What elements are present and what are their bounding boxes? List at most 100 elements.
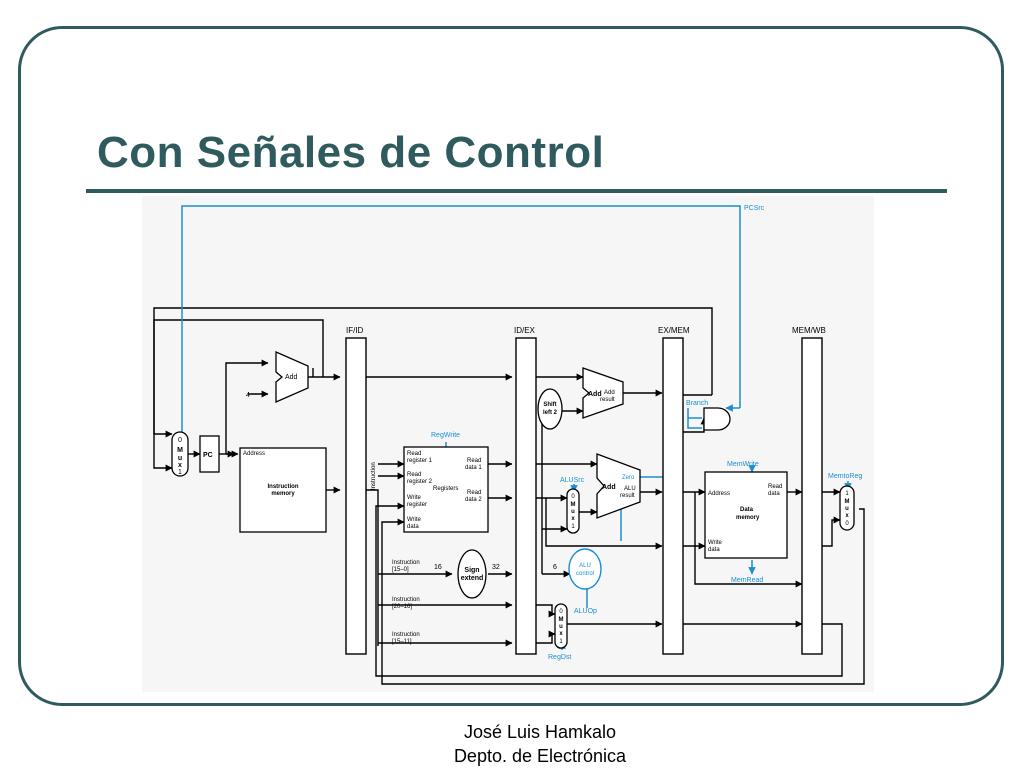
svg-text:Instruction: Instruction [392,560,420,566]
svg-text:ALU: ALU [624,486,636,492]
alu-control [568,548,602,590]
memtoreg-label: MemtoReg [828,473,862,480]
svg-text:[15–0]: [15–0] [392,567,409,573]
svg-text:Registers: Registers [433,486,458,492]
svg-text:M: M [559,617,564,623]
alu [596,453,641,519]
svg-text:register: register [407,502,427,508]
memread-label: MemRead [731,577,763,584]
svg-text:extend: extend [461,575,484,582]
datapath-svg: IF/ID ID/EX EX/MEM MEM/WB 0 M u x 1 PC A… [153,205,865,685]
svg-text:memory: memory [736,515,760,521]
svg-text:u: u [178,455,182,462]
regdst-label: RegDst [548,654,571,661]
svg-text:Write: Write [407,517,422,523]
svg-text:data 1: data 1 [465,465,482,471]
mem-wb-register [801,337,823,655]
register-file-labels: Read register 1 Read register 2 Write re… [407,451,482,530]
id-ex-register [515,337,537,655]
branch-and-gate [703,407,731,431]
bits-6: 6 [553,564,557,571]
svg-text:Sign: Sign [464,567,479,574]
svg-text:Address: Address [708,491,730,497]
pipeline-datapath-diagram: IF/ID ID/EX EX/MEM MEM/WB 0 M u x 1 PC A… [142,196,874,692]
data-memory [704,471,788,559]
svg-text:Read: Read [768,484,782,490]
svg-text:0: 0 [571,494,575,500]
pc-mux [171,431,189,477]
svg-text:[15–11]: [15–11] [392,639,412,645]
svg-text:Shift: Shift [543,402,556,408]
svg-text:1: 1 [559,639,563,645]
svg-text:Data: Data [740,507,754,513]
svg-text:Add: Add [588,391,602,398]
svg-text:Write: Write [708,540,723,546]
svg-text:result: result [600,397,615,403]
shift-left-2 [537,388,563,430]
svg-text:u: u [571,509,575,515]
svg-text:Instruction: Instruction [268,484,299,490]
svg-text:data: data [768,491,780,497]
pc-mux-labels: 0 M u x 1 [177,437,183,476]
ex-mem-label: EX/MEM [658,326,690,335]
instruction-memory [239,447,327,533]
svg-text:Write: Write [407,495,422,501]
department-name: Depto. de Electrónica [453,746,627,766]
svg-text:0: 0 [559,609,563,615]
svg-text:Address: Address [243,451,265,457]
mem-wb-label: MEM/WB [792,326,826,335]
pc-adder-label: Add [285,374,298,381]
svg-text:1: 1 [845,491,849,497]
svg-text:Read: Read [407,472,421,478]
svg-text:Read: Read [407,451,421,457]
svg-text:M: M [177,447,183,454]
datapath-wires [153,307,865,685]
aluop-label: ALUOp [574,608,597,615]
if-id-label: IF/ID [346,326,364,335]
id-ex-label: ID/EX [514,326,536,335]
svg-text:x: x [559,631,563,637]
svg-text:data 2: data 2 [465,497,482,503]
ex-mem-register [662,337,684,655]
pipeline-registers [345,337,823,655]
svg-text:register 2: register 2 [407,479,433,485]
pcsrc-label: PCSrc [744,205,765,212]
const-four: 4 [246,392,250,399]
svg-text:[20–16]: [20–16] [392,604,412,610]
svg-text:x: x [178,462,182,469]
svg-text:1: 1 [178,469,182,476]
svg-text:register 1: register 1 [407,458,433,464]
svg-text:x: x [845,513,849,519]
svg-text:data: data [708,547,720,553]
branch-label: Branch [686,400,708,407]
svg-text:left 2: left 2 [543,410,558,416]
if-id-register [345,337,367,655]
svg-text:memory: memory [271,491,295,497]
instruction-bus-label: Instruction [371,462,377,490]
regdst-mux [554,603,568,649]
slide-frame [18,26,1004,706]
pc-register [199,435,220,473]
instruction-field-labels: Instruction [15–0] Instruction [20–16] I… [392,560,420,645]
alusrc-mux [566,488,580,534]
svg-text:data: data [407,524,419,530]
svg-text:u: u [845,506,849,512]
alusrc-label: ALUSrc [560,477,585,484]
slide-title: Con Señales de Control [97,128,605,177]
svg-text:u: u [559,624,563,630]
svg-text:result: result [620,493,635,499]
svg-text:0: 0 [845,521,849,527]
svg-text:Zero: Zero [622,475,635,481]
svg-text:x: x [571,516,575,522]
register-file [403,446,489,533]
svg-text:Read: Read [467,458,481,464]
bits-32: 32 [492,564,500,571]
svg-text:Add: Add [602,484,616,491]
author-name: José Luis Hamkalo [463,722,617,742]
svg-text:1: 1 [571,524,575,530]
svg-text:Instruction: Instruction [392,632,420,638]
svg-text:ALU: ALU [579,563,591,569]
bits-16: 16 [434,564,442,571]
svg-text:Instruction: Instruction [392,597,420,603]
sign-extend [457,549,487,599]
